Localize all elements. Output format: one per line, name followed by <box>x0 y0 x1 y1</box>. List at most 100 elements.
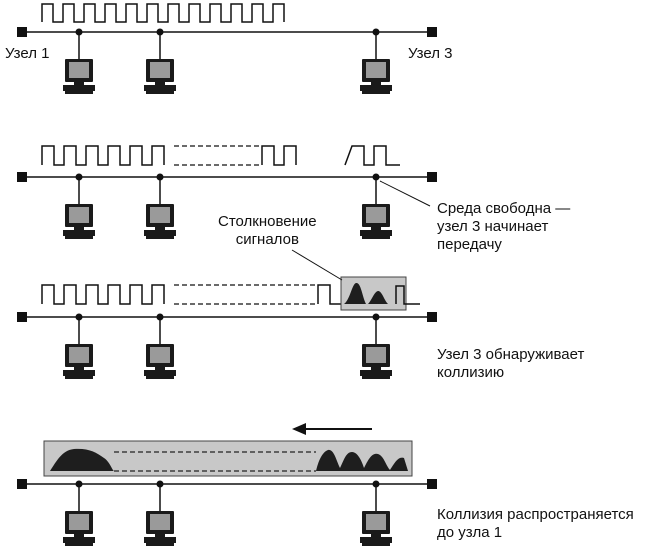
panel3-node-2-keyboard <box>146 376 174 379</box>
panel1-node-3-computer-icon <box>360 59 392 94</box>
panel3-node-1-monitor-screen <box>69 347 89 363</box>
panel2-node-3-monitor-screen <box>366 207 386 223</box>
panel3-pointer-line <box>291 249 343 281</box>
panel2-node-3-system-unit <box>360 230 392 236</box>
panel4-collision-burst-right <box>316 449 408 471</box>
panel3-terminator-left <box>17 312 27 322</box>
panel3-node-3-keyboard <box>362 376 390 379</box>
panel3-node-3-computer-icon <box>360 344 392 379</box>
panel3-node-1-keyboard <box>65 376 93 379</box>
panel4-node-1-monitor-stand <box>74 534 84 537</box>
panel2-node-1-system-unit <box>63 230 95 236</box>
panel4-node-1-keyboard <box>65 543 93 546</box>
medium-free-line-1: Среда свободна — <box>437 200 571 217</box>
panel3-node-2-monitor-screen <box>150 347 170 363</box>
panel2-node-2-computer-icon <box>144 204 176 239</box>
panel4-node-2-monitor-stand <box>155 534 165 537</box>
panel4-node-1-monitor-screen <box>69 514 89 530</box>
panel1-node1-signal <box>41 3 285 23</box>
panel2-node-3-keyboard <box>362 236 390 239</box>
panel2-node-2-keyboard <box>146 236 174 239</box>
panel3-collision-burst-2 <box>368 291 388 304</box>
panel1-node-2-computer-icon <box>144 59 176 94</box>
propagate-line-2: до узла 1 <box>437 524 503 541</box>
panel1-terminator-left <box>17 27 27 37</box>
detect-line-2: коллизию <box>437 364 505 381</box>
panel3-node3-signal <box>395 285 420 305</box>
panel2-node-2-system-unit <box>144 230 176 236</box>
panel3-node-1-monitor-stand <box>74 367 84 370</box>
label-signal-collision: Столкновение сигналов <box>218 213 317 249</box>
panel1-node-3-keyboard <box>362 91 390 94</box>
panel2-terminator-left <box>17 172 27 182</box>
panel3-node1-signal-tail <box>317 284 342 305</box>
panel1-node-1-computer-icon <box>63 59 95 94</box>
panel2-node-3-computer-icon <box>360 204 392 239</box>
panel1-node-2-keyboard <box>146 91 174 94</box>
panel3-propagation-dashed <box>174 284 318 305</box>
panel3-node-2-computer-icon <box>144 344 176 379</box>
panel4-node-3-monitor-stand <box>371 534 381 537</box>
medium-free-line-3: передачу <box>437 236 502 253</box>
panel4-node-3-system-unit <box>360 537 392 543</box>
panel4-node-3-computer-icon <box>360 511 392 546</box>
panel3-node-2-monitor-stand <box>155 367 165 370</box>
detect-line-1: Узел 3 обнаруживает <box>437 346 585 363</box>
panel4-terminator-left <box>17 479 27 489</box>
panel1-terminator-right <box>427 27 437 37</box>
panel2-node1-signal <box>41 145 165 166</box>
collision-line-1: Столкновение <box>218 213 317 230</box>
panel1-node-2-system-unit <box>144 85 176 91</box>
medium-free-line-2: узел 3 начинает <box>437 218 549 235</box>
panel3-node-2-system-unit <box>144 370 176 376</box>
panel1-node-1-system-unit <box>63 85 95 91</box>
panel4-node-2-keyboard <box>146 543 174 546</box>
panel3-node-3-monitor-stand <box>371 367 381 370</box>
panel1-node-3-monitor-screen <box>366 62 386 78</box>
panel2-node1-signal-tail <box>261 145 297 166</box>
panel3-node-3-monitor-screen <box>366 347 386 363</box>
label-node3-detects: Узел 3 обнаруживает коллизию <box>437 346 584 382</box>
panel3-node1-signal <box>41 284 165 305</box>
label-node-3: Узел 3 <box>408 45 453 62</box>
panel4-node-3-keyboard <box>362 543 390 546</box>
panel4-node-1-computer-icon <box>63 511 95 546</box>
label-medium-free: Среда свободна — узел 3 начинает передач… <box>437 200 570 254</box>
panel3-terminator-right <box>427 312 437 322</box>
panel4-node-1-system-unit <box>63 537 95 543</box>
panel1-node-3-monitor-stand <box>371 82 381 85</box>
label-node-1: Узел 1 <box>5 45 50 62</box>
panel2-node-2-monitor-stand <box>155 227 165 230</box>
panel3-node-1-computer-icon <box>63 344 95 379</box>
panel2-node-1-monitor-screen <box>69 207 89 223</box>
diagram-layer <box>17 3 437 546</box>
label-collision-propagates: Коллизия распространяется до узла 1 <box>437 506 634 542</box>
propagate-line-1: Коллизия распространяется <box>437 506 634 523</box>
panel4-dashed-signal <box>114 451 316 472</box>
panel4-node-3-monitor-screen <box>366 514 386 530</box>
panel2-node-2-monitor-screen <box>150 207 170 223</box>
panel1-node-1-keyboard <box>65 91 93 94</box>
panel2-terminator-right <box>427 172 437 182</box>
panel3-node-3-system-unit <box>360 370 392 376</box>
panel1-node-1-monitor-stand <box>74 82 84 85</box>
panel2-node-3-monitor-stand <box>371 227 381 230</box>
panel4-direction-arrowhead <box>292 423 306 435</box>
collision-line-2: сигналов <box>235 231 299 248</box>
panel2-node-1-monitor-stand <box>74 227 84 230</box>
panel4-node-2-monitor-screen <box>150 514 170 530</box>
panel2-pointer-line <box>379 180 431 207</box>
panel2-node3-signal <box>344 145 400 166</box>
panel3-node-1-system-unit <box>63 370 95 376</box>
panel2-node-1-computer-icon <box>63 204 95 239</box>
panel1-node-1-monitor-screen <box>69 62 89 78</box>
panel1-node-3-system-unit <box>360 85 392 91</box>
panel2-node-1-keyboard <box>65 236 93 239</box>
panel1-node-2-monitor-stand <box>155 82 165 85</box>
panel4-terminator-right <box>427 479 437 489</box>
panel1-node-2-monitor-screen <box>150 62 170 78</box>
panel2-propagation-dashed <box>174 145 262 166</box>
panel3-collision-burst-1 <box>344 282 366 304</box>
panel4-node-2-computer-icon <box>144 511 176 546</box>
